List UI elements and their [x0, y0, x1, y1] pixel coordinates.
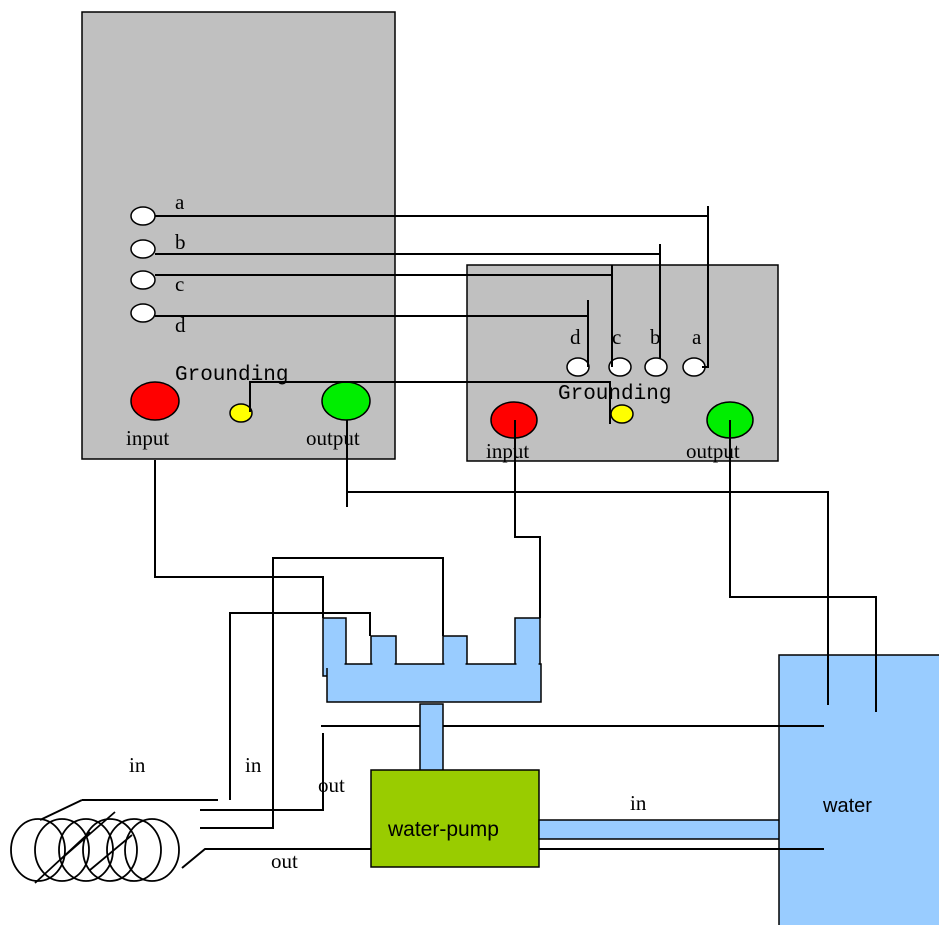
manifold-mask-2	[372, 662, 395, 668]
tank-body	[779, 655, 939, 925]
coil-in-label-2: in	[245, 753, 262, 777]
left-output-label: output	[306, 426, 360, 450]
coil-turn-1	[10, 818, 66, 882]
left-port-c-label: c	[175, 272, 184, 296]
pump-in-label: in	[630, 791, 647, 815]
pump-body	[370, 769, 540, 868]
right-output-label: output	[686, 439, 740, 463]
control-wires	[155, 206, 709, 368]
right-input-label: input	[486, 439, 529, 463]
pump-label: water-pump	[387, 818, 499, 841]
wire-right-input	[514, 420, 541, 618]
right-grounding-label: Grounding	[558, 383, 671, 406]
power-wires	[39, 420, 877, 869]
right-port-d	[566, 357, 590, 377]
wire-coil-lead-1	[200, 557, 444, 829]
coil-turn-5	[106, 818, 162, 882]
wire-coil-out-top	[200, 733, 324, 811]
tank-label: water	[822, 795, 872, 817]
coil-turn-3	[58, 818, 114, 882]
right-port-a-label: a	[692, 325, 702, 349]
left-port-a-label: a	[175, 190, 185, 214]
grounding-wire	[249, 381, 611, 424]
coil	[10, 811, 180, 884]
left-port-a	[130, 206, 156, 226]
tank-outline	[778, 654, 939, 925]
wire-left-input	[154, 460, 324, 618]
right-port-b-label: b	[650, 325, 661, 349]
left-input-terminal	[130, 381, 180, 421]
wire-left-output-to-tank	[347, 491, 829, 705]
coil-in-label-1: in	[129, 753, 146, 777]
manifold-mask-4	[516, 662, 539, 668]
coil-turn-2	[34, 818, 90, 882]
pump-inlet-pipe	[538, 819, 782, 840]
left-port-b-label: b	[175, 230, 186, 254]
wire-coil-lead-2	[229, 612, 371, 800]
wire-coil-in-diag	[39, 799, 83, 821]
manifold-mask-3	[444, 662, 466, 668]
left-port-c	[130, 270, 156, 290]
right-port-a	[682, 357, 706, 377]
right-grounding-terminal	[610, 404, 634, 424]
left-input-label: input	[126, 426, 169, 450]
coil-diag-2	[59, 811, 116, 861]
wire-a	[155, 215, 709, 368]
manifold-mask	[324, 662, 345, 668]
coil-diag-3	[89, 834, 133, 871]
coil-turn-6	[124, 818, 180, 882]
left-port-d-label: d	[175, 313, 186, 337]
left-grounding-terminal	[229, 403, 253, 423]
left-port-b	[130, 239, 156, 259]
left-port-d	[130, 303, 156, 323]
right-port-c	[608, 357, 632, 377]
water-pump: water-pump	[370, 769, 540, 868]
water-tank: water	[778, 654, 939, 925]
left-panel: a b c d Grounding input output	[81, 11, 396, 460]
coil-turn-4	[82, 818, 138, 882]
manifold-riser	[419, 703, 444, 773]
right-port-b	[644, 357, 668, 377]
left-grounding-label: Grounding	[175, 364, 288, 387]
coil-out-label-1: out	[318, 773, 345, 797]
right-panel: d c b a Grounding input output	[466, 264, 779, 463]
coil-out-label-2: out	[271, 849, 298, 873]
pipe-manifold	[322, 617, 542, 773]
right-port-d-label: d	[570, 325, 581, 349]
left-output-terminal	[321, 381, 371, 421]
wire-coil-out-bottom	[181, 848, 824, 869]
right-port-c-label: c	[612, 325, 621, 349]
manifold-header	[326, 663, 542, 703]
